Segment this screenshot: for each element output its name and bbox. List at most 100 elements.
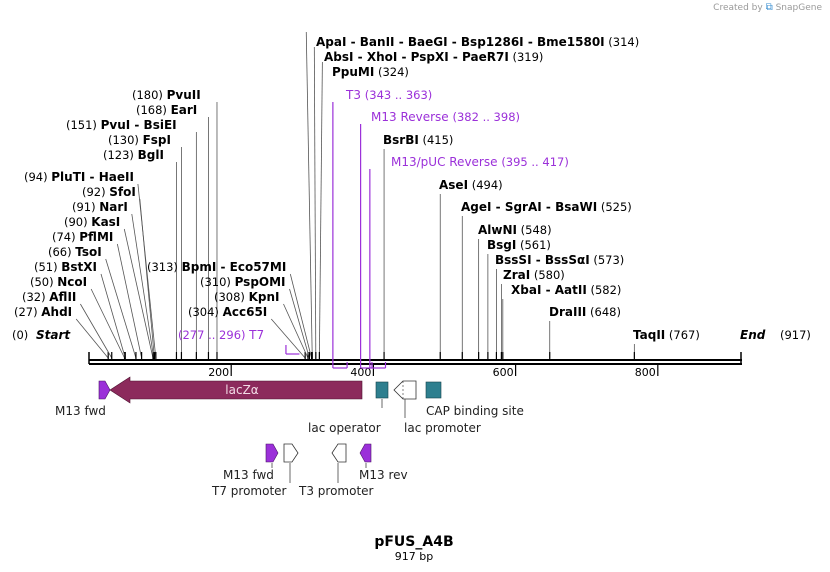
enzyme-site-sfoi[interactable]: (92) SfoI xyxy=(82,185,156,360)
primer-site-t3[interactable]: T3 (343 .. 363) xyxy=(332,88,432,369)
enzyme-site-bpmi[interactable]: (313) BpmI - Eco57MI xyxy=(147,260,313,360)
enzyme-label: AbsI - XhoI - PspXI - PaeR7I (319) xyxy=(324,50,543,64)
enzyme-site-bgli[interactable]: (123) BglI xyxy=(103,148,178,360)
enzyme-leader-line xyxy=(75,318,109,359)
tick-label: 800 xyxy=(635,366,656,379)
feature-t3-promoter[interactable] xyxy=(331,443,347,463)
enzyme-label: XbaI - AatII (582) xyxy=(511,283,621,297)
enzyme-site-pflmi[interactable]: (74) PflMI xyxy=(52,230,143,360)
feature-cap-binding-site[interactable] xyxy=(425,381,442,399)
cap-binding-site-label: CAP binding site xyxy=(426,404,524,418)
enzyme-site-zrai[interactable]: ZraI (580) xyxy=(500,268,565,360)
enzyme-label: (90) KasI xyxy=(64,215,120,229)
enzyme-site-acc65i[interactable]: (304) Acc65I xyxy=(188,305,306,360)
feature-t7-promoter[interactable] xyxy=(283,443,299,463)
enzyme-leader-line xyxy=(313,46,317,359)
enzyme-label: (91) NarI xyxy=(72,200,128,214)
lac-promoter-label: lac promoter xyxy=(404,421,481,435)
enzyme-site-pvuii[interactable]: (180) PvuII xyxy=(132,88,218,360)
primer-label: M13 Reverse (382 .. 398) xyxy=(371,110,520,124)
lacz-alpha-label: lacZα xyxy=(225,383,259,397)
tick-label: 200 xyxy=(208,366,229,379)
enzyme-label: (308) KpnI xyxy=(214,290,280,304)
enzyme-site-nari[interactable]: (91) NarI xyxy=(72,200,155,360)
credit-brand: SnapGene xyxy=(775,3,822,13)
enzyme-leader-line xyxy=(90,288,125,359)
enzyme-label: (130) FspI xyxy=(108,133,171,147)
enzyme-site-fspi[interactable]: (130) FspI xyxy=(108,133,183,360)
enzyme-leader-line xyxy=(105,258,137,359)
enzyme-leader-line xyxy=(270,318,306,359)
enzyme-site-taqii[interactable]: TaqII (767) xyxy=(633,328,700,360)
enzyme-label: (94) PluTI - HaeII xyxy=(24,170,134,184)
enzyme-leader-line xyxy=(137,183,157,359)
primer-site-t7[interactable]: (277 .. 296) T7 xyxy=(178,328,300,355)
enzyme-site-bstxi[interactable]: (51) BstXI xyxy=(34,260,126,360)
enzyme-site-bsssi[interactable]: BssSI - BssSαI (573) xyxy=(495,253,624,360)
enzyme-leader-line xyxy=(289,273,312,359)
t3-promoter-label: T3 promoter xyxy=(298,484,374,498)
snapgene-logo-icon: ⧉ xyxy=(765,2,773,13)
enzyme-leader-line xyxy=(100,273,126,359)
enzyme-site-ahdi[interactable]: (27) AhdI xyxy=(14,305,109,360)
enzyme-label: (180) PvuII xyxy=(132,88,201,102)
enzyme-site-draiii[interactable]: DraIII (648) xyxy=(549,305,621,360)
primer-label: M13/pUC Reverse (395 .. 417) xyxy=(391,155,569,169)
enzyme-label: (151) PvuI - BsiEI xyxy=(66,118,177,132)
enzyme-site-kpni[interactable]: (308) KpnI xyxy=(214,290,309,360)
end-position: (917) xyxy=(780,328,811,342)
feature-m13-rev[interactable] xyxy=(359,443,372,463)
enzyme-label: (32) AflII xyxy=(22,290,76,304)
feature-m13-fwd[interactable] xyxy=(98,380,111,400)
enzyme-site-asei[interactable]: AseI (494) xyxy=(439,178,503,360)
feature-m13-fwd-2[interactable] xyxy=(265,443,279,463)
enzyme-label: ZraI (580) xyxy=(503,268,565,282)
primer-sites: (277 .. 296) T7 T3 (343 .. 363) M13 Revers… xyxy=(178,88,569,369)
feature-lac-operator[interactable] xyxy=(375,381,389,399)
enzyme-site-pluti[interactable]: (94) PluTI - HaeII xyxy=(24,170,157,360)
primer-label: T3 (343 .. 363) xyxy=(345,88,432,102)
enzyme-label: PpuMI (324) xyxy=(332,65,409,79)
restriction-sites: (27) AhdI(32) AflII(50) NcoI(51) BstXI(6… xyxy=(14,31,700,360)
enzyme-label: (51) BstXI xyxy=(34,260,97,274)
enzyme-leader-line xyxy=(116,243,143,359)
enzyme-site-absi[interactable]: AbsI - XhoI - PspXI - PaeR7I (319) xyxy=(313,46,543,360)
enzyme-site-agei[interactable]: AgeI - SgrAI - BsaWI (525) xyxy=(461,200,632,360)
enzyme-site-apai[interactable]: ApaI - BanII - BaeGI - Bsp1286I - Bme158… xyxy=(305,31,639,360)
enzyme-site-xbai[interactable]: XbaI - AatII (582) xyxy=(502,283,622,360)
enzyme-site-bsrbi[interactable]: BsrBI (415) xyxy=(383,133,453,360)
sequence-backbone xyxy=(88,352,742,365)
enzyme-label: (310) PspOMI xyxy=(200,275,286,289)
enzyme-label: AlwNI (548) xyxy=(478,223,552,237)
enzyme-site-tsoi[interactable]: (66) TsoI xyxy=(48,245,137,360)
enzyme-leader-line xyxy=(80,303,113,359)
enzyme-label: (123) BglI xyxy=(103,148,164,162)
enzyme-label: BsgI (561) xyxy=(487,238,551,252)
enzyme-leader-line xyxy=(305,31,313,359)
enzyme-site-kasi[interactable]: (90) KasI xyxy=(64,215,154,360)
enzyme-site-alwni[interactable]: AlwNI (548) xyxy=(478,223,552,360)
enzyme-label: (66) TsoI xyxy=(48,245,102,259)
enzyme-label: ApaI - BanII - BaeGI - Bsp1286I - Bme158… xyxy=(316,35,639,49)
credit-prefix: Created by xyxy=(713,3,763,13)
enzyme-site-bsgi[interactable]: BsgI (561) xyxy=(487,238,551,360)
enzyme-label: AgeI - SgrAI - BsaWI (525) xyxy=(461,200,632,214)
enzyme-site-ppumi[interactable]: PpuMI (324) xyxy=(318,61,409,360)
enzyme-site-eari[interactable]: (168) EarI xyxy=(136,103,210,360)
m13-rev-label: M13 rev xyxy=(359,468,408,482)
enzyme-site-aflii[interactable]: (32) AflII xyxy=(22,290,113,360)
enzyme-site-pvui[interactable]: (151) PvuI - BsiEI xyxy=(66,118,197,360)
enzyme-label: TaqII (767) xyxy=(633,328,700,342)
primer-site-m13-puc-reverse[interactable]: M13/pUC Reverse (395 .. 417) xyxy=(369,155,569,369)
feature-lacz-alpha[interactable]: lacZα xyxy=(109,376,363,404)
enzyme-label: (168) EarI xyxy=(136,103,197,117)
enzyme-leader-line xyxy=(123,228,154,359)
feature-lac-promoter[interactable] xyxy=(393,380,417,400)
enzyme-leader-line xyxy=(131,213,155,359)
enzyme-label: DraIII (648) xyxy=(549,305,621,319)
primer-site-m13-reverse[interactable]: M13 Reverse (382 .. 398) xyxy=(360,110,520,369)
enzyme-site-pspomi[interactable]: (310) PspOMI xyxy=(200,275,311,360)
map-title: pFUS_A4B xyxy=(374,534,453,550)
t7-promoter-label: T7 promoter xyxy=(211,484,287,498)
